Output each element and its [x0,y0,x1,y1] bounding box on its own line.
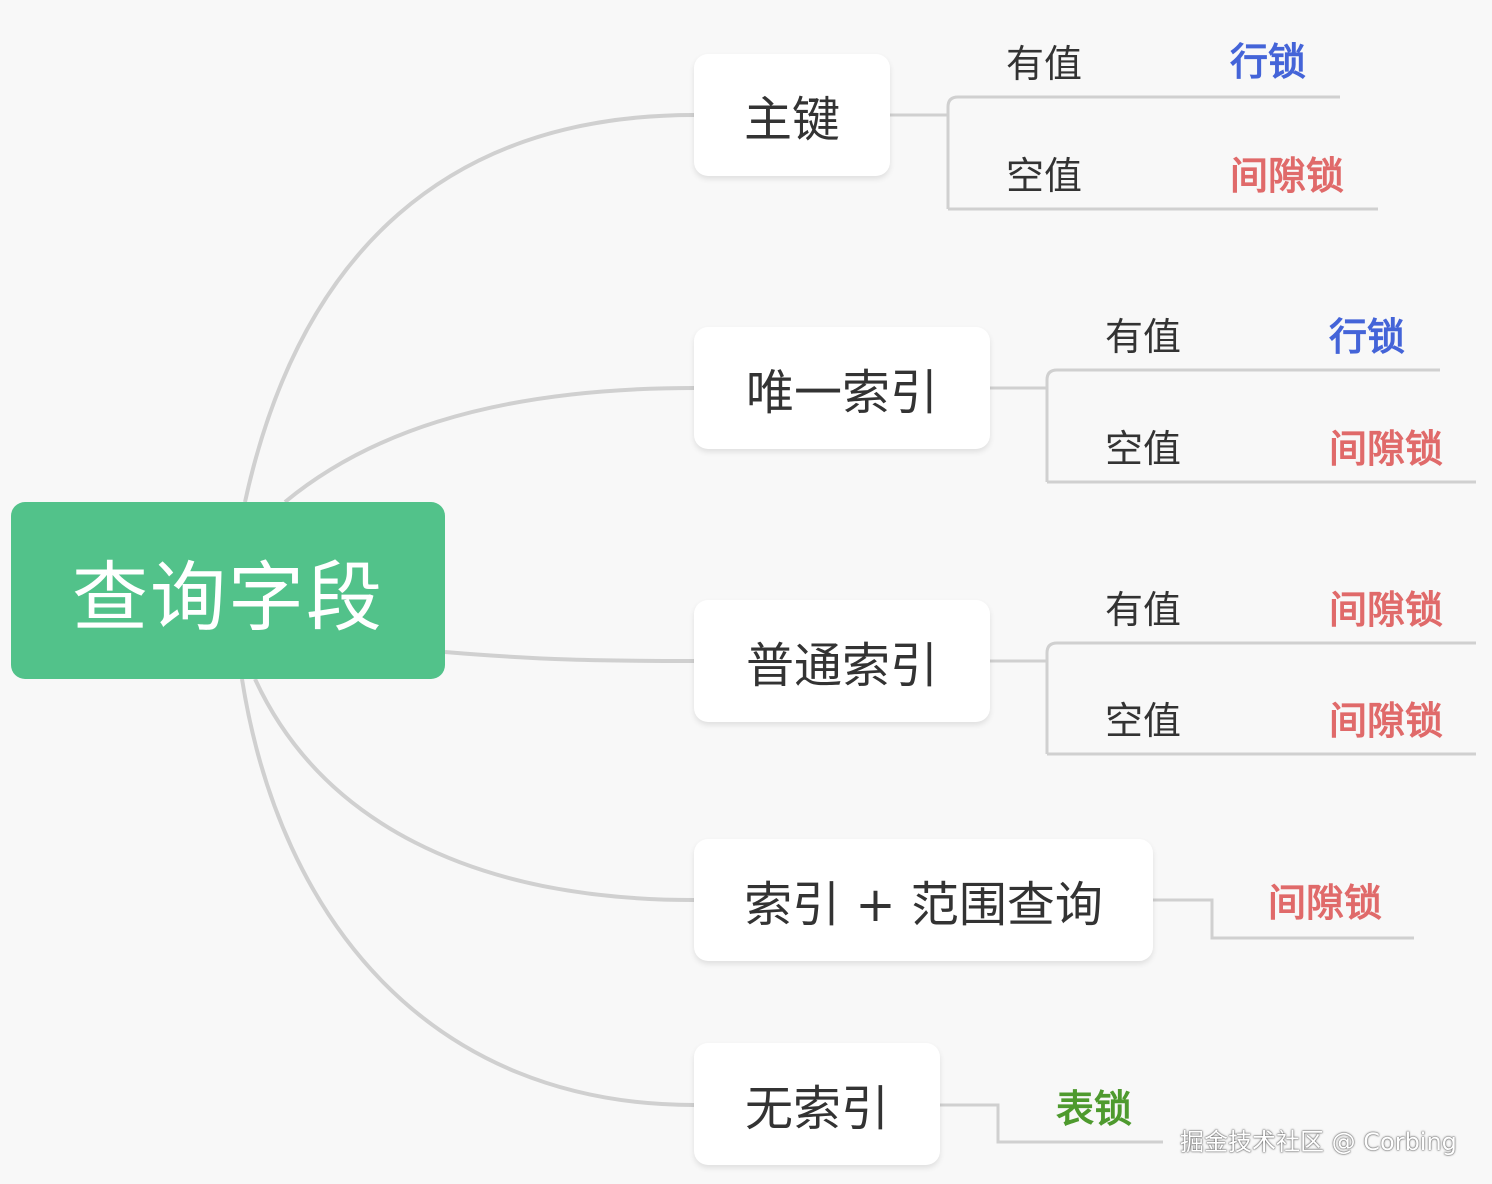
branch-node-unique-index[interactable]: 唯一索引 [694,327,990,449]
leaf-lock-gap: 间隙锁 [1329,588,1444,632]
connector-root-primary-key [243,113,695,503]
leaf-condition-null: 空值 [1006,154,1083,198]
branch-label: 无索引 [744,1081,889,1137]
leaf-lock-row: 行锁 [1230,40,1307,84]
branch-label: 索引 + 范围查询 [744,877,1103,933]
branch-label: 普通索引 [745,638,938,694]
connector-root-normal-index [444,650,695,663]
root-node-label: 查询字段 [72,552,384,642]
branch-node-no-index[interactable]: 无索引 [694,1043,940,1165]
watermark: 掘金技术社区 @ Corbing [1180,1128,1457,1156]
leaf-condition-has-value: 有值 [1006,42,1083,86]
connector-normal-index-bracket [1045,641,1058,754]
connector-no-index [940,1103,1163,1144]
connector-range-query [1153,898,1414,940]
leaf-condition-null: 空值 [1105,427,1182,471]
branch-node-primary-key[interactable]: 主键 [694,54,890,176]
leaf-lock-gap: 间隙锁 [1329,699,1444,743]
leaf-lock-row: 行锁 [1329,315,1406,359]
leaf-lock-gap: 间隙锁 [1268,881,1383,925]
connector-unique-index-bracket [1045,368,1058,482]
leaf-condition-has-value: 有值 [1105,588,1182,632]
leaf-lock-table: 表锁 [1056,1087,1133,1131]
branch-node-normal-index[interactable]: 普通索引 [694,600,990,722]
branch-node-index-range-query[interactable]: 索引 + 范围查询 [694,839,1153,961]
connector-root-no-index [240,678,695,1107]
connector-root-unique-index [283,386,695,504]
leaf-lock-gap: 间隙锁 [1329,427,1444,471]
connector-primary-key-bracket [946,95,959,209]
connector-root-range-query [253,678,695,902]
branch-label: 唯一索引 [745,365,938,421]
root-node-query-field[interactable]: 查询字段 [11,502,445,679]
leaf-lock-gap: 间隙锁 [1230,154,1345,198]
branch-label: 主键 [743,92,840,148]
leaf-condition-null: 空值 [1105,699,1182,743]
leaf-condition-has-value: 有值 [1105,315,1182,359]
